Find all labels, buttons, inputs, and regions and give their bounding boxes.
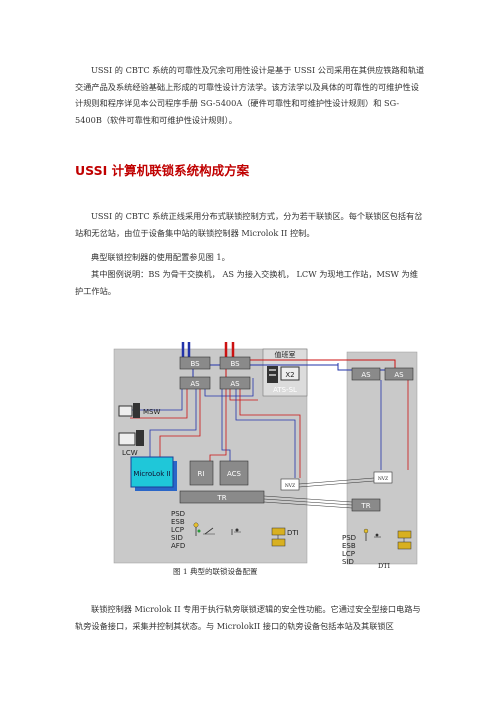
as-switch-3 [351,367,381,381]
left-list-psd: PSD [171,510,185,518]
bottom-paragraph: 联锁控制器 Microlok II 专用于执行轨旁联锁逻辑的安全性功能。它通过安… [75,604,421,631]
x2-label: X2 [285,371,294,379]
dti-box-right-2 [397,541,412,550]
msw-label: MSW [143,408,160,416]
switch-point-icon-left [203,527,215,535]
dti-label-right: DTI [378,562,391,570]
left-list-afd: AFD [171,542,185,550]
bs-switch-1 [179,356,211,370]
tr-label-left: TR [216,494,226,502]
duty-room-label: 值班室 [275,350,296,359]
signal-icon-right [363,528,369,541]
section-heading: USSI 计算机联锁系统构成方案 [75,163,250,178]
microlok-label: MicroLok II [133,470,170,478]
bs-switch-2 [219,356,251,370]
ats-monitor-icon [280,366,300,381]
as-switch-4 [384,367,414,381]
right-list-sid: SID [342,558,354,566]
microlok-box [130,456,174,488]
figure-caption: 图 1 典型的联锁设备配置 [173,567,258,576]
acs-label: ACS [227,470,242,478]
tr-box-left [179,490,265,504]
paragraph-2: 典型联锁控制器的使用配置参见图 1。 [91,252,230,262]
ri-label: RI [198,470,205,478]
dti-label-left: DTI [287,529,299,537]
right-list-esb: ESB [342,542,356,550]
as-label-4: AS [394,371,404,379]
left-list-lcp: LCP [171,526,184,534]
left-list-sid: SID [171,534,183,542]
bs-label-2: BS [230,360,240,368]
signal-icon-left [193,522,201,536]
bs-label-1: BS [190,360,200,368]
lcw-label: LCW [122,449,138,457]
track-circuit-icon-left [231,528,241,535]
dti-box-left-1 [271,527,286,536]
as-label-3: AS [361,371,371,379]
tr-label-right: TR [360,502,370,510]
lcw-monitor-icon [118,432,136,446]
left-list-esb: ESB [171,518,185,526]
as-label-2: AS [230,380,240,388]
nvz-box-left [280,478,300,491]
as-switch-1 [179,376,211,390]
nvz-label-right: NVZ [378,476,388,482]
nvz-box-right [373,471,393,484]
intro-paragraph: USSI 的 CBTC 系统的可靠性及冗余可用性设计是基于 USSI 公司采用在… [75,65,425,125]
lcw-tower-icon [136,430,144,446]
tr-box-right [351,498,381,512]
right-list-psd: PSD [342,534,356,542]
as-switch-2 [219,376,251,390]
as-label-1: AS [190,380,200,388]
ats-sl-label: ATS-SL [273,386,297,394]
paragraph-1: USSI 的 CBTC 系统正线采用分布式联锁控制方式，分为若干联锁区。每个联锁… [75,211,423,238]
ri-box [189,460,214,486]
dti-box-right-1 [397,530,412,539]
msw-tower-icon [133,403,140,418]
acs-box [219,460,249,486]
dti-box-left-2 [271,538,286,547]
right-list-lcp: LCP [342,550,355,558]
station-panel-right [346,351,418,565]
msw-monitor-icon [118,405,133,417]
track-circuit-icon-right [374,533,381,538]
nvz-label-left: NVZ [285,483,295,489]
paragraph-3: 其中图例说明：BS 为骨干交换机， AS 为接入交换机， LCW 为现地工作站，… [75,269,418,296]
